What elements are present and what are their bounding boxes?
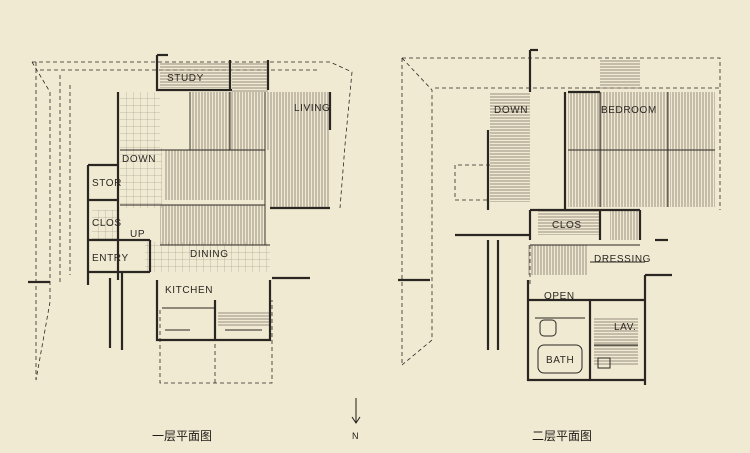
stair-grid [120, 92, 160, 148]
dining-grid [145, 242, 270, 272]
second-floor-plan [398, 48, 721, 385]
room-label-dining: DINING [190, 249, 229, 260]
toilet [539, 319, 557, 337]
bathtub [537, 344, 583, 374]
east-hatch [670, 92, 715, 207]
second-floor-caption: 二层平面图 [532, 429, 592, 443]
room-label-bedroom: BEDROOM [601, 105, 657, 116]
closet-hatch [538, 210, 600, 235]
room-label-down-2f: DOWN [494, 105, 528, 116]
room-label-lav: LAV. [614, 322, 636, 333]
first-floor-caption: 一层平面图 [152, 429, 212, 443]
stair-down-hatch [490, 92, 530, 202]
center-hatch [165, 150, 265, 200]
first-floor-thin-lines [120, 92, 270, 331]
closet-grid [92, 210, 118, 240]
room-label-down: DOWN [122, 154, 156, 165]
second-floor-dashed-outline [401, 57, 721, 366]
room-label-living: LIVING [294, 103, 330, 114]
dressing-closet-hatch [610, 210, 640, 240]
room-label-up: UP [130, 229, 145, 240]
second-floor-walls [398, 48, 672, 385]
lower-hatch [160, 205, 265, 245]
room-label-bath: BATH [546, 355, 574, 366]
main-hall-hatch [190, 92, 330, 150]
room-label-open: OPEN [544, 291, 575, 302]
top-terrace-hatch [600, 60, 640, 90]
room-label-entry: ENTRY [92, 253, 129, 264]
open-hatch [528, 245, 588, 275]
room-label-clos: CLOS [92, 218, 122, 229]
room-label-kitchen: KITCHEN [165, 285, 213, 296]
kitchen-counter-hatch [218, 312, 270, 326]
second-floor-thin-lines [530, 92, 715, 346]
living-hatch [270, 150, 330, 208]
room-label-dressing: DRESSING [594, 254, 651, 265]
room-label-stor: STOR [92, 178, 122, 189]
north-label: N [352, 431, 359, 441]
top-right-hatch [232, 62, 268, 92]
study-hatch [160, 62, 230, 88]
first-floor-walls [28, 53, 332, 350]
room-label-study: STUDY [167, 73, 204, 84]
bedroom-hatch [568, 92, 668, 207]
stair-lower-grid [120, 148, 162, 208]
north-arrow [351, 398, 361, 424]
sink [597, 357, 611, 369]
room-label-clos-2f: CLOS [552, 220, 582, 231]
first-floor-plan [28, 53, 353, 384]
